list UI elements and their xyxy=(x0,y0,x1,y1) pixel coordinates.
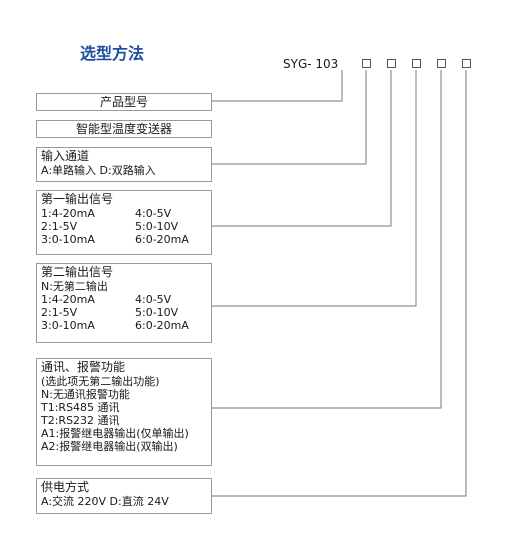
input-channel-box: 输入通道 A:单路输入 D:双路输入 xyxy=(36,147,212,182)
comm-opt-a1: A1:报警继电器输出(仅单输出) xyxy=(41,427,189,440)
output2-opt-1: 1:4-20mA xyxy=(41,293,95,306)
output2-box: 第二输出信号 N:无第二输出 1:4-20mA 4:0-5V 2:1-5V 5:… xyxy=(36,263,212,343)
connector-model xyxy=(212,70,343,102)
output1-row: 1:4-20mA 4:0-5V xyxy=(41,207,207,220)
output2-row: 1:4-20mA 4:0-5V xyxy=(41,293,207,306)
product-model-box: 产品型号 xyxy=(36,93,212,111)
code-slot-3 xyxy=(412,59,421,68)
output1-box: 第一输出信号 1:4-20mA 4:0-5V 2:1-5V 5:0-10V 3:… xyxy=(36,190,212,255)
output1-opt-2: 2:1-5V xyxy=(41,220,78,233)
model-code: SYG- 103 xyxy=(283,57,339,71)
output2-opt-4: 4:0-5V xyxy=(135,293,172,306)
output2-row: 3:0-10mA 6:0-20mA xyxy=(41,319,207,332)
output2-note: N:无第二输出 xyxy=(41,280,108,293)
output1-head: 第一输出信号 xyxy=(41,192,114,206)
comm-alarm-head: 通讯、报警功能 xyxy=(41,360,126,374)
code-slot-5 xyxy=(462,59,471,68)
connector-output2 xyxy=(212,70,417,307)
page-title: 选型方法 xyxy=(80,44,145,63)
output2-opt-3: 3:0-10mA xyxy=(41,319,95,332)
comm-opt-t2: T2:RS232 通讯 xyxy=(41,414,120,427)
output1-opt-3: 3:0-10mA xyxy=(41,233,95,246)
power-options: A:交流 220V D:直流 24V xyxy=(41,495,169,508)
output2-opt-2: 2:1-5V xyxy=(41,306,78,319)
output2-head: 第二输出信号 xyxy=(41,265,114,279)
comm-note: (选此项无第二输出功能) xyxy=(41,375,160,388)
input-channel-head: 输入通道 xyxy=(41,149,90,163)
output1-opt-6: 6:0-20mA xyxy=(135,233,189,246)
output1-row: 2:1-5V 5:0-10V xyxy=(41,220,207,233)
output1-opt-4: 4:0-5V xyxy=(135,207,172,220)
connector-input xyxy=(212,70,367,165)
comm-opt-a2: A2:报警继电器输出(双输出) xyxy=(41,440,178,453)
output1-opt-1: 1:4-20mA xyxy=(41,207,95,220)
comm-alarm-box: 通讯、报警功能 (选此项无第二输出功能) N:无通讯报警功能 T1:RS485 … xyxy=(36,358,212,466)
output1-row: 3:0-10mA 6:0-20mA xyxy=(41,233,207,246)
product-name-box: 智能型温度变送器 xyxy=(36,120,212,138)
input-channel-options: A:单路输入 D:双路输入 xyxy=(41,164,156,177)
power-box: 供电方式 A:交流 220V D:直流 24V xyxy=(36,478,212,514)
output2-opt-5: 5:0-10V xyxy=(135,306,179,319)
output2-row: 2:1-5V 5:0-10V xyxy=(41,306,207,319)
connector-comm xyxy=(212,70,442,409)
comm-opt-n: N:无通讯报警功能 xyxy=(41,388,130,401)
power-head: 供电方式 xyxy=(41,480,90,494)
code-slot-4 xyxy=(437,59,446,68)
code-slot-2 xyxy=(387,59,396,68)
connector-output1 xyxy=(212,70,392,227)
code-slot-1 xyxy=(362,59,371,68)
output2-opt-6: 6:0-20mA xyxy=(135,319,189,332)
connector-power xyxy=(212,70,467,497)
comm-opt-t1: T1:RS485 通讯 xyxy=(41,401,120,414)
output1-opt-5: 5:0-10V xyxy=(135,220,179,233)
